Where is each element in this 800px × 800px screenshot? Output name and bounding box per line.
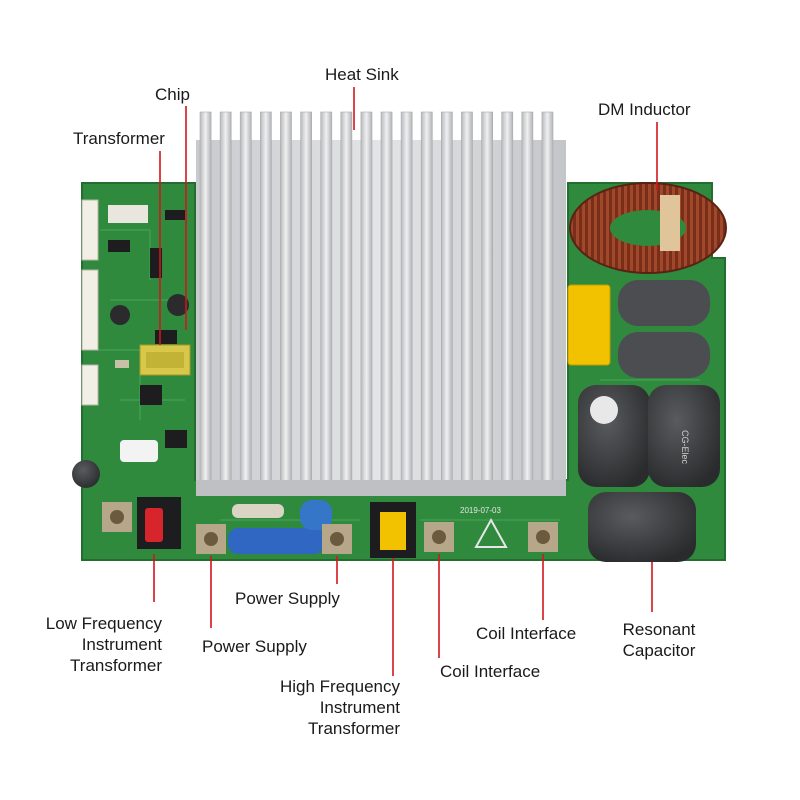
label-coil-interface-1: Coil Interface	[440, 662, 541, 681]
heat-sink	[196, 111, 566, 496]
heat-sink-fin	[259, 111, 272, 488]
heat-sink-fin	[501, 111, 514, 488]
label-power-supply-1: Power Supply	[235, 589, 340, 608]
heat-sink-fin	[280, 111, 292, 488]
small-components	[72, 205, 189, 488]
x-capacitor	[567, 284, 611, 366]
heat-sink-fin	[461, 111, 473, 488]
label-resonant-capacitor: Resonant Capacitor	[606, 619, 712, 661]
resonant-capacitor: CG-Elec	[578, 385, 720, 562]
blue-capacitors	[228, 500, 332, 554]
film-capacitors	[618, 280, 710, 378]
heat-sink-fin	[360, 111, 373, 488]
label-low-frequency-line-1: Low Frequency	[45, 614, 162, 633]
dm-inductor	[569, 182, 727, 274]
label-high-frequency-transformer: High Frequency Instrument Transformer	[250, 676, 400, 739]
heat-sink-fin	[541, 111, 554, 488]
label-high-frequency-line-2: Instrument	[319, 698, 400, 717]
left-connectors	[81, 199, 99, 406]
label-low-frequency-transformer: Low Frequency Instrument Transformer	[28, 613, 162, 676]
label-coil-interface-2: Coil Interface	[476, 624, 577, 643]
label-low-frequency-line-3: Transformer	[70, 656, 162, 675]
label-low-frequency-line-2: Instrument	[81, 635, 162, 654]
screw-terminals	[102, 502, 558, 554]
heat-sink-fin	[239, 111, 252, 488]
heat-sink-fin	[440, 111, 453, 488]
chip	[155, 330, 177, 344]
cg-elec-marking: CG-Elec	[680, 430, 690, 465]
label-high-frequency-line-1: High Frequency	[279, 677, 400, 696]
label-heat-sink: Heat Sink	[325, 65, 399, 84]
label-transformer: Transformer	[73, 129, 165, 148]
heat-sink-fin	[380, 111, 393, 488]
heat-sink-fin	[340, 111, 353, 488]
label-chip: Chip	[155, 85, 190, 104]
terminal-coil-interface-2	[528, 522, 558, 552]
heat-sink-fin	[420, 111, 433, 488]
terminal-power-supply-2	[322, 524, 352, 554]
low-frequency-transformer	[137, 497, 181, 549]
transformer	[139, 344, 191, 376]
date-marking: 2019-07-03	[460, 506, 501, 515]
terminal-power-supply-1	[196, 524, 226, 554]
leader-lines	[153, 87, 658, 676]
heat-sink-fin	[219, 111, 232, 488]
label-dm-inductor: DM Inductor	[598, 100, 691, 119]
heat-sink-fin	[521, 111, 534, 488]
label-resonant-line-1: Resonant	[622, 620, 696, 639]
high-frequency-transformer	[370, 502, 416, 558]
heat-sink-fin	[400, 111, 413, 488]
heat-sink-fin	[481, 111, 494, 488]
heat-sink-fin	[199, 111, 212, 488]
label-power-supply-2: Power Supply	[202, 637, 307, 656]
terminal-coil-interface-1	[424, 522, 454, 552]
label-high-frequency-line-3: Transformer	[308, 719, 400, 738]
label-resonant-line-2: Capacitor	[622, 641, 696, 660]
terminal-left	[102, 502, 132, 532]
hazard-symbol	[474, 517, 508, 548]
heat-sink-fin	[300, 111, 313, 488]
heat-sink-fin	[320, 111, 333, 488]
